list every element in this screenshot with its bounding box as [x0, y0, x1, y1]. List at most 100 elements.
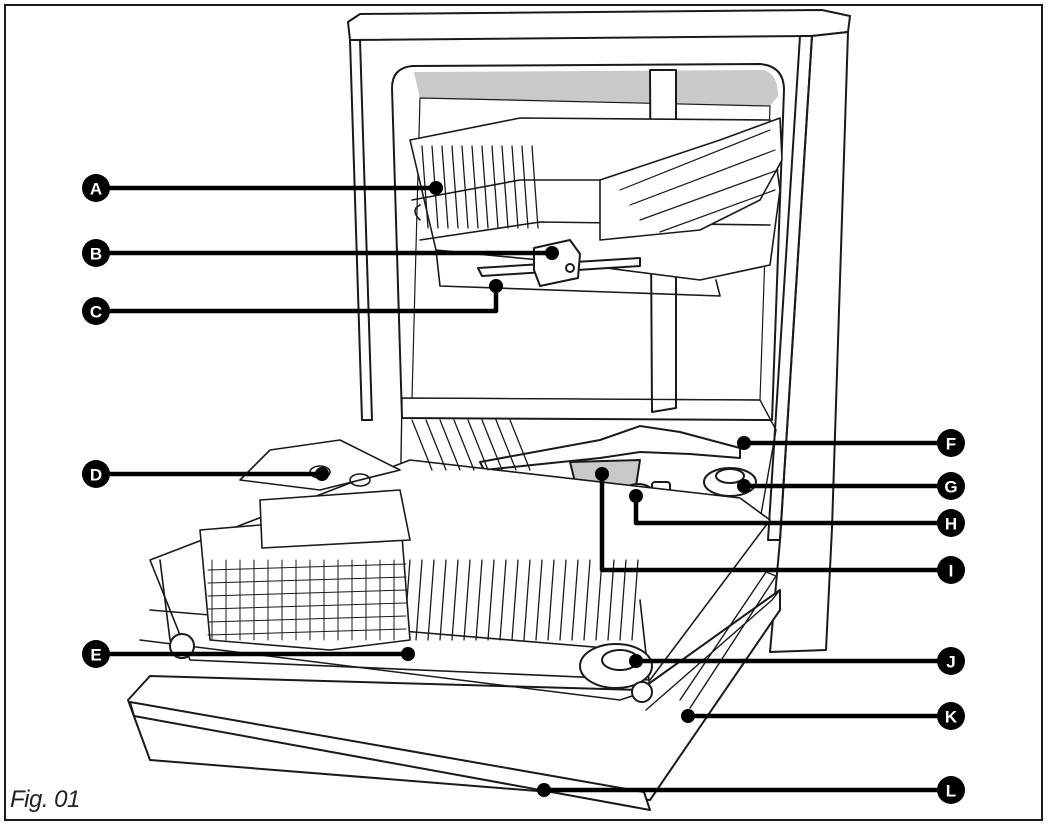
- figure-caption: Fig. 01: [10, 786, 80, 813]
- callout-badge: [937, 556, 965, 584]
- callout-f: F: [737, 429, 965, 457]
- callout-letter: K: [945, 708, 958, 727]
- upper-basket: [409, 117, 783, 297]
- lower-basket-tine: [463, 559, 471, 641]
- upper-basket-tine: [481, 145, 489, 229]
- dish-rack-tine: [481, 419, 503, 471]
- cutlery-grid-line: [207, 576, 407, 584]
- callout-badge: [937, 776, 965, 804]
- callout-badge: [937, 702, 965, 730]
- callout-anchor-dot: [629, 654, 643, 668]
- lower-basket-tine: [631, 559, 639, 641]
- dish-rack-tine: [411, 419, 433, 471]
- callout-badge: [82, 239, 110, 267]
- upper-basket-tine: [471, 145, 479, 229]
- callout-anchor-dot: [681, 709, 695, 723]
- door-hinge-side: [679, 571, 777, 709]
- callout-anchor-dot: [545, 246, 559, 260]
- upper-basket-tine: [511, 145, 519, 229]
- tub-ceiling: [414, 70, 778, 106]
- basket-wheel-right: [631, 681, 653, 703]
- lower-basket-tine: [475, 559, 483, 641]
- callout-letter: A: [90, 180, 102, 199]
- lower-basket-tine: [595, 559, 603, 641]
- dish-rack-tine: [495, 419, 517, 471]
- callout-l: L: [537, 776, 965, 804]
- lower-basket-tine: [559, 559, 567, 641]
- callout-badge: [82, 640, 110, 668]
- lower-basket-tine: [607, 559, 615, 641]
- lower-basket-tine: [547, 559, 555, 641]
- callout-c: C: [82, 279, 503, 325]
- callout-anchor-dot: [737, 436, 751, 450]
- upper-spray-hub: [533, 239, 581, 287]
- cutlery-grid-line: [207, 563, 407, 571]
- lower-basket-tine: [487, 559, 495, 641]
- dishwasher-illustration: [127, 9, 851, 811]
- callout-letter: L: [946, 782, 956, 801]
- upper-basket-tine: [491, 145, 499, 229]
- callout-anchor-dot: [315, 467, 329, 481]
- callout-anchor-dot: [629, 489, 643, 503]
- callout-j: J: [629, 647, 965, 675]
- lower-spray-arm: [479, 425, 741, 471]
- spray-hub-nozzle: [565, 263, 575, 273]
- callout-i: I: [595, 467, 965, 584]
- callout-b: B: [82, 239, 559, 267]
- callout-letter: G: [944, 478, 957, 497]
- lower-basket-tine: [511, 559, 519, 641]
- callout-anchor-dot: [401, 647, 415, 661]
- upper-basket-tine: [451, 145, 459, 229]
- callout-anchor-dot: [537, 783, 551, 797]
- callout-badge: [82, 174, 110, 202]
- lower-basket-tine: [451, 559, 459, 641]
- dish-rack-tine: [439, 419, 461, 471]
- lower-basket-tine: [499, 559, 507, 641]
- lower-basket-tine: [535, 559, 543, 641]
- dish-rack-tine: [467, 419, 489, 471]
- salt-cap-inner: [715, 468, 745, 484]
- cutlery-grid-line: [207, 628, 407, 636]
- door-panel: [127, 589, 781, 801]
- callout-leader-line: [96, 286, 499, 314]
- callout-anchor-dot: [489, 279, 503, 293]
- cutlery-grid-line: [207, 602, 407, 610]
- callout-letter: J: [946, 653, 955, 672]
- dish-rack-tine: [453, 419, 475, 471]
- callout-badge: [937, 509, 965, 537]
- cabinet-front-right: [767, 35, 813, 541]
- lower-basket-tine: [415, 559, 423, 641]
- callout-letter: C: [90, 303, 102, 322]
- callout-letter: E: [90, 646, 101, 665]
- callout-e: E: [82, 640, 415, 668]
- upper-basket-tine: [441, 145, 449, 229]
- upper-basket-tine: [501, 145, 509, 229]
- callout-letter: D: [90, 466, 102, 485]
- lower-basket-tine: [427, 559, 435, 641]
- callout-g: G: [737, 472, 965, 500]
- callout-d: D: [82, 460, 329, 488]
- door-front-edge: [129, 701, 651, 811]
- upper-basket-tine: [521, 145, 529, 229]
- lower-basket-tine: [523, 559, 531, 641]
- door-seal: [639, 589, 781, 711]
- lower-basket-tine: [439, 559, 447, 641]
- callout-leader-line: [633, 496, 951, 526]
- callout-badge: [937, 429, 965, 457]
- callout-badge: [82, 297, 110, 325]
- lower-basket-tine: [619, 559, 627, 641]
- callout-letter: H: [945, 515, 957, 534]
- callout-anchor-dot: [429, 181, 443, 195]
- callout-layer: A B C D E F GH I J K L: [82, 174, 965, 804]
- cabinet-top: [347, 9, 851, 41]
- figure-frame: [4, 4, 1043, 821]
- cutlery-grid-line: [207, 589, 407, 597]
- callout-leader-line: [599, 474, 951, 573]
- callout-badge: [82, 460, 110, 488]
- callout-letter: I: [949, 562, 954, 581]
- cutlery-basket: [199, 439, 411, 651]
- cutlery-grid-line: [207, 615, 407, 623]
- lower-basket-tine: [571, 559, 579, 641]
- upper-basket-tine: [461, 145, 469, 229]
